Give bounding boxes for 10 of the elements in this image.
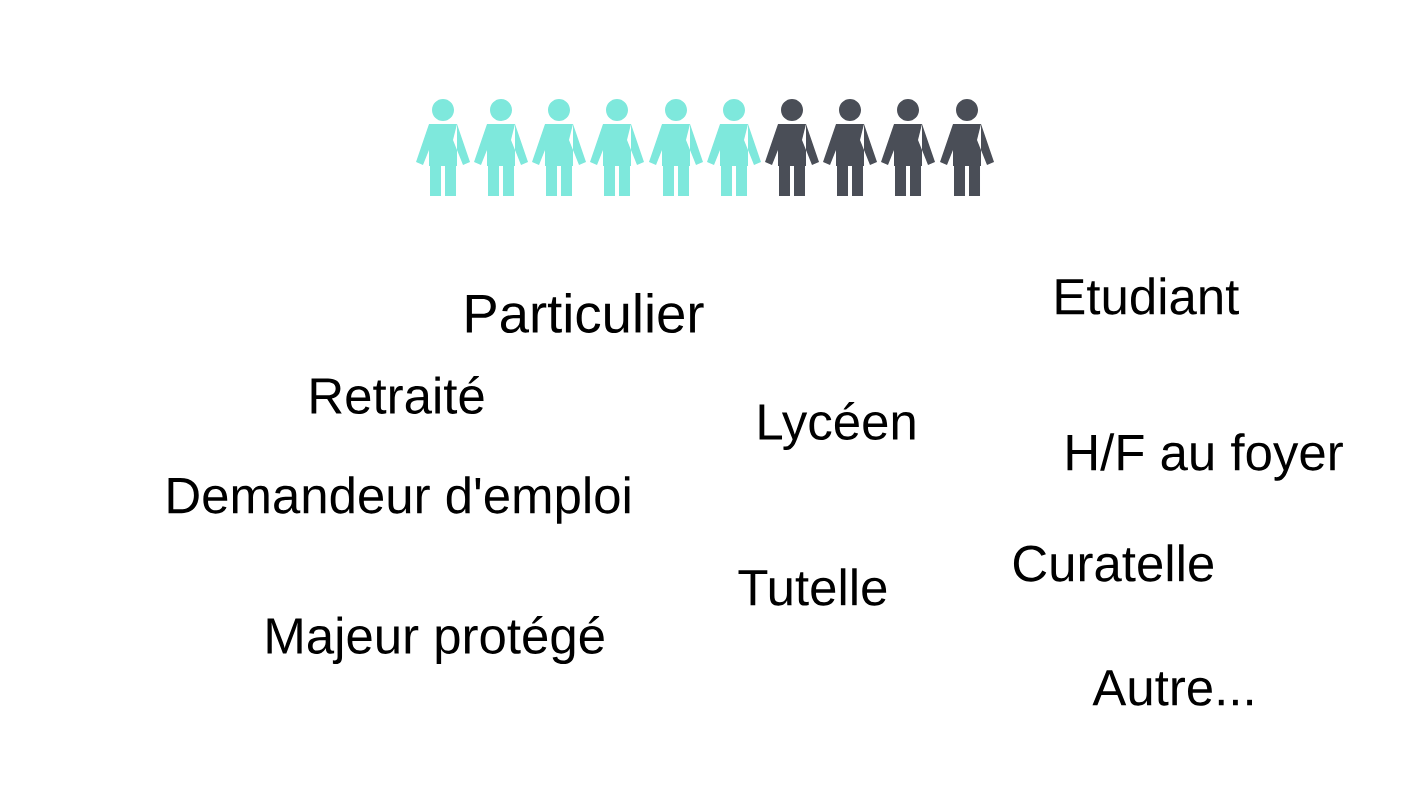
category-label: Lycéen xyxy=(759,401,915,451)
category-label: Autre... xyxy=(1092,670,1252,706)
category-label: Majeur protégé xyxy=(267,615,604,665)
category-label: Etudiant xyxy=(1056,277,1239,315)
category-label: H/F au foyer xyxy=(1067,433,1343,481)
category-label: Retraité xyxy=(311,376,484,414)
category-label: Demandeur d'emploi xyxy=(168,476,630,524)
category-label: Tutelle xyxy=(738,568,887,606)
category-label: Particulier xyxy=(466,292,704,333)
category-label: Curatelle xyxy=(1013,544,1213,582)
